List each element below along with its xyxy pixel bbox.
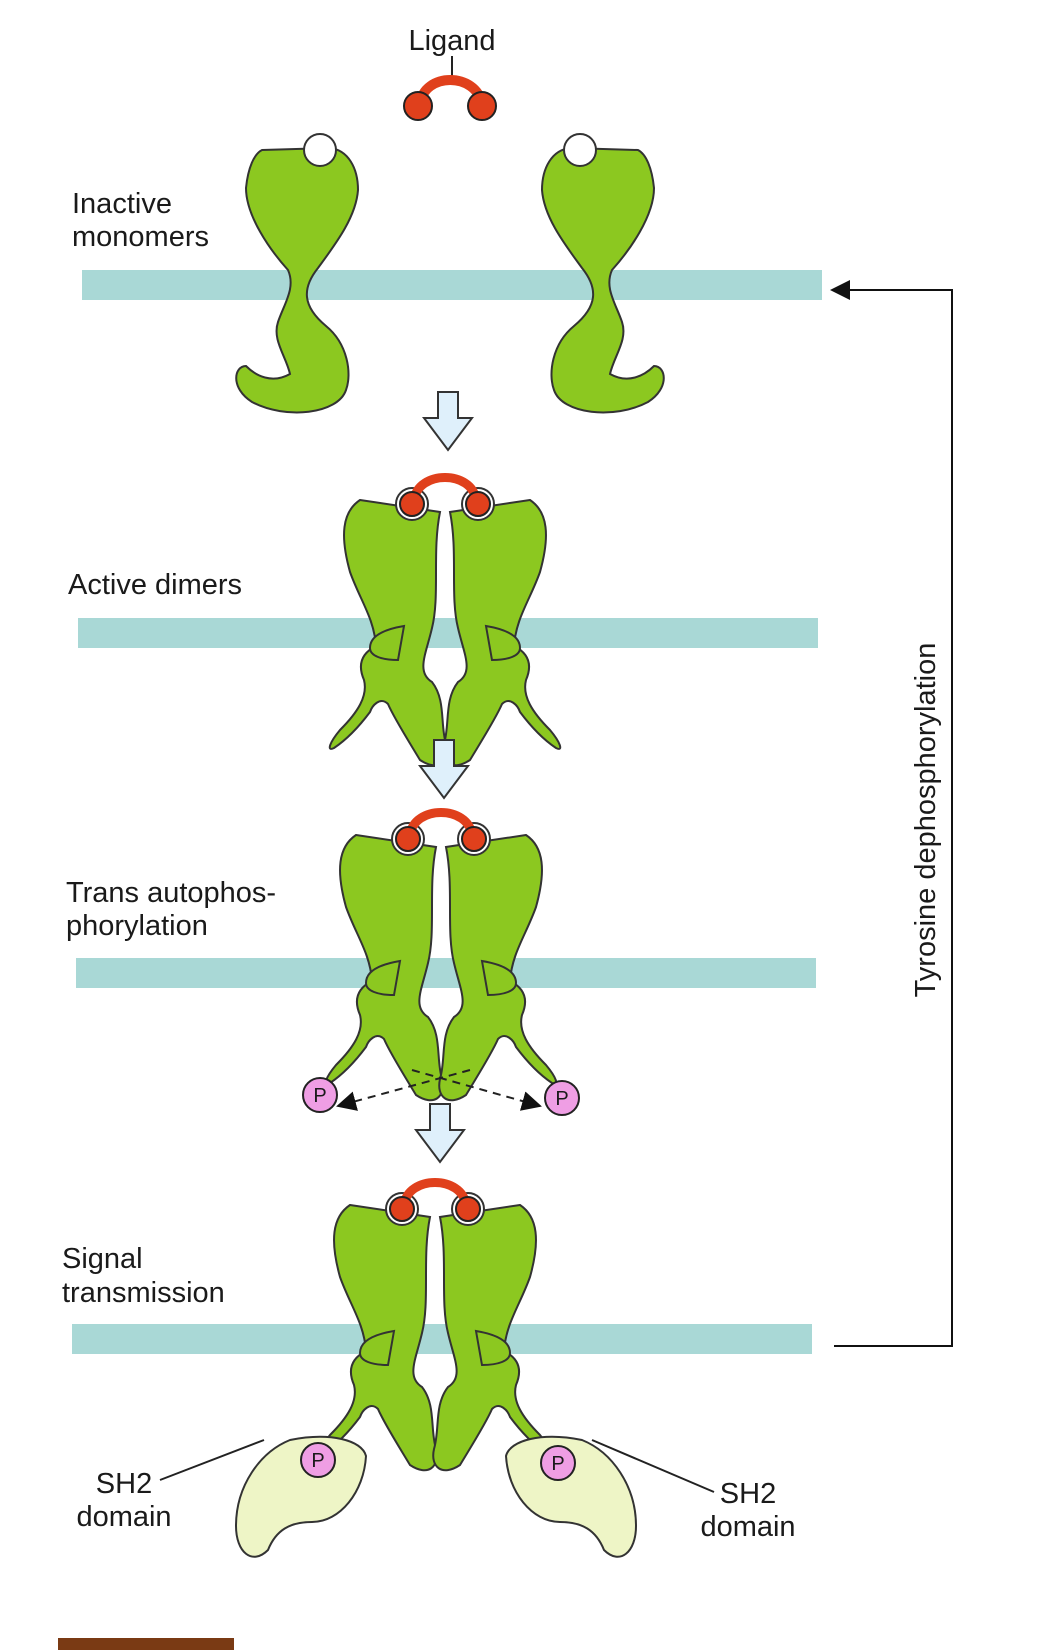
sh2-right-label-line2: domain bbox=[700, 1511, 795, 1543]
phosphotyrosine-left bbox=[302, 1077, 338, 1113]
active-dimer bbox=[328, 473, 562, 767]
membrane-3 bbox=[76, 958, 816, 988]
trans-phosphorylation-arrows bbox=[336, 1069, 542, 1111]
label-signal-line2: transmission bbox=[62, 1277, 225, 1309]
ligand-binding-pocket bbox=[303, 133, 337, 167]
step-arrow-3 bbox=[414, 1103, 466, 1164]
free-ligand bbox=[403, 75, 497, 121]
ligand-label: Ligand bbox=[408, 25, 495, 57]
membrane-1 bbox=[82, 270, 822, 300]
feedback-arrow bbox=[830, 280, 953, 1347]
phosphotyrosine-left bbox=[300, 1442, 336, 1478]
phosphotyrosine-right bbox=[540, 1445, 576, 1481]
sh2-right-leader bbox=[591, 1439, 715, 1493]
step-arrow-2 bbox=[418, 739, 470, 800]
membrane-4 bbox=[72, 1324, 812, 1354]
sh2-right-label-line1: SH2 bbox=[720, 1478, 776, 1510]
label-inactive-line1: Inactive bbox=[72, 188, 172, 220]
sh2-left-label-line1: SH2 bbox=[96, 1468, 152, 1500]
bound-ligand bbox=[395, 473, 495, 521]
inactive-monomer-right bbox=[541, 133, 665, 414]
bound-ligand bbox=[385, 1178, 485, 1226]
label-active-dimers: Active dimers bbox=[68, 569, 242, 601]
sh2-left-label-line2: domain bbox=[76, 1501, 171, 1533]
label-inactive-line2: monomers bbox=[72, 221, 209, 253]
label-signal-line1: Signal bbox=[62, 1243, 143, 1275]
sh2-left-leader bbox=[159, 1439, 265, 1481]
membrane-2 bbox=[78, 618, 818, 648]
label-trans-line1: Trans autophos- bbox=[66, 877, 276, 909]
signaling-dimer bbox=[318, 1178, 552, 1472]
label-trans-line2: phorylation bbox=[66, 910, 208, 942]
phosphotyrosine-right bbox=[544, 1080, 580, 1116]
autophosphorylating-dimer bbox=[324, 808, 558, 1102]
step-arrow-1 bbox=[422, 391, 474, 452]
inactive-monomer-left bbox=[235, 133, 359, 414]
bound-ligand bbox=[391, 808, 491, 856]
feedback-label: Tyrosine dephosphorylation bbox=[910, 643, 942, 998]
page-edge-strip bbox=[58, 1638, 234, 1650]
